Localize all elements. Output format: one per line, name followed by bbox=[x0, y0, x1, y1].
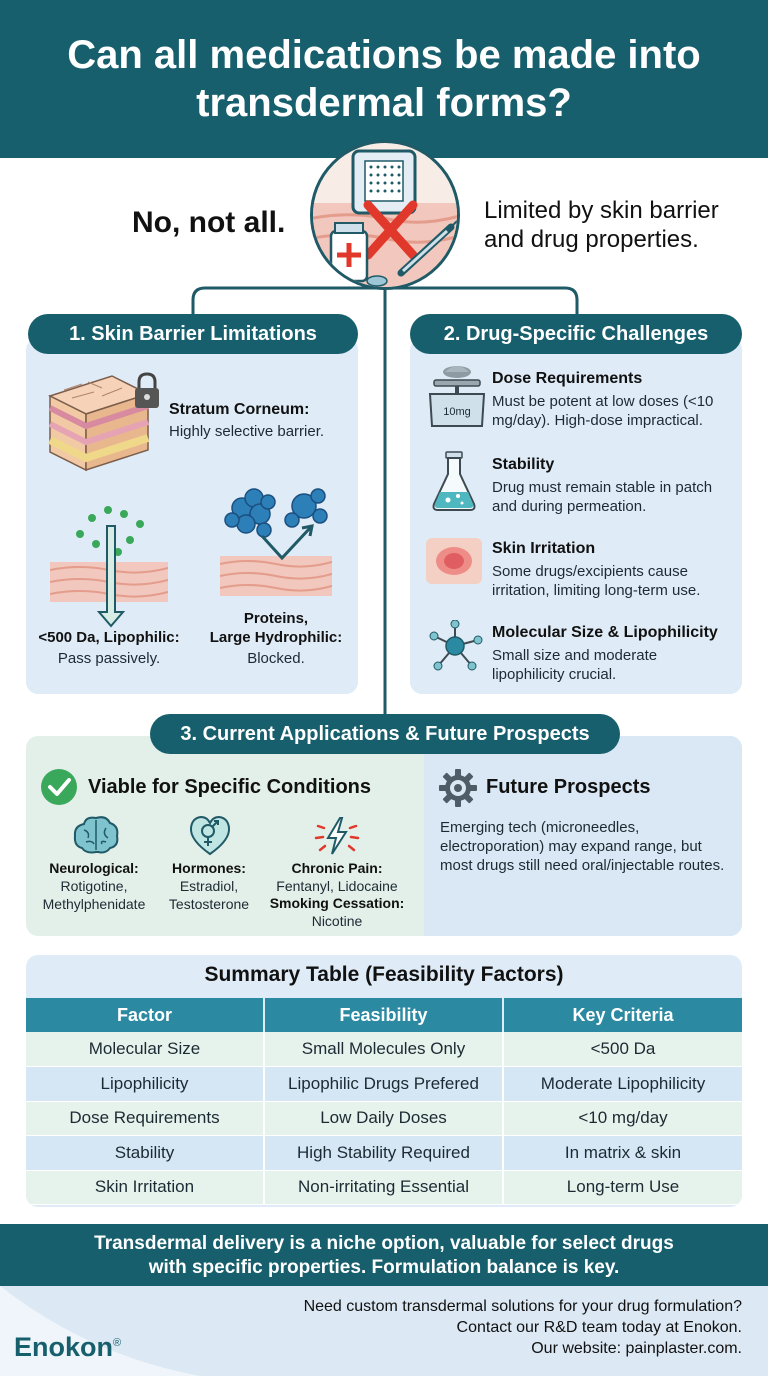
table-cell: Low Daily Doses bbox=[264, 1101, 504, 1136]
table-row: Skin Irritation Non-irritating Essential… bbox=[26, 1170, 742, 1205]
footer: Enokon® Need custom transdermal solution… bbox=[0, 1286, 768, 1376]
gear-icon bbox=[439, 769, 477, 807]
summary-table-panel: Summary Table (Feasibility Factors) Fact… bbox=[26, 955, 742, 1207]
hormone-text-2: Testosterone bbox=[168, 896, 250, 912]
pain-title: Chronic Pain: bbox=[291, 860, 383, 876]
table-cell: Skin Irritation bbox=[26, 1170, 265, 1205]
table-row: Dose Requirements Low Daily Doses <10 mg… bbox=[26, 1101, 742, 1136]
large-molecule-title-1: Proteins, bbox=[243, 610, 309, 627]
contact-line-1: Need custom transdermal solutions for yo… bbox=[303, 1298, 742, 1315]
table-cell: In matrix & skin bbox=[503, 1135, 742, 1171]
hero-illustration bbox=[310, 140, 460, 290]
drug-challenges-panel: 10mg Dose Requirements Must be potent at… bbox=[410, 338, 742, 694]
table-cell: <10 mg/day bbox=[503, 1101, 742, 1136]
page-title: Can all medications be made into transde… bbox=[67, 33, 701, 125]
lock-icon bbox=[135, 372, 159, 408]
logo-text: Enokon bbox=[14, 1332, 113, 1362]
skin-barrier-panel: Stratum Corneum: Highly selective barrie… bbox=[26, 338, 358, 694]
smoking-title: Smoking Cessation: bbox=[269, 895, 405, 911]
pain-text: Fentanyl, Lidocaine bbox=[276, 878, 398, 894]
future-title: Future Prospects bbox=[486, 776, 651, 798]
answer-text: No, not all. bbox=[132, 206, 286, 239]
header-banner: Can all medications be made into transde… bbox=[0, 0, 768, 158]
table-cell: Non-irritating Essential bbox=[264, 1170, 504, 1205]
stability-text: Drug must remain stable in patch and dur… bbox=[492, 479, 713, 515]
table-cell: High Stability Required bbox=[264, 1135, 504, 1171]
large-molecule-blocked-icon bbox=[220, 488, 332, 596]
no-entry-icon bbox=[313, 149, 457, 287]
molecular-title: Molecular Size & Lipophilicity bbox=[492, 624, 718, 641]
hormone-title: Hormones: bbox=[172, 860, 246, 876]
table-cell: <500 Da bbox=[503, 1032, 742, 1067]
table-cell: Lipophilic Drugs Prefered bbox=[264, 1066, 504, 1102]
pain-bolt-icon bbox=[314, 817, 360, 855]
section3-title: 3. Current Applications & Future Prospec… bbox=[150, 714, 620, 754]
irritation-title: Skin Irritation bbox=[492, 540, 596, 557]
applications-panel: Viable for Specific Conditions Neurologi… bbox=[26, 736, 742, 936]
flask-icon bbox=[432, 451, 476, 511]
brain-icon bbox=[73, 816, 119, 854]
contact-block: Need custom transdermal solutions for yo… bbox=[304, 1296, 742, 1359]
large-molecule-text: Blocked. bbox=[247, 650, 305, 667]
hormone-text-1: Estradiol, bbox=[179, 878, 239, 894]
skin-layers-icon bbox=[48, 375, 150, 472]
small-molecule-pass-icon bbox=[50, 506, 168, 628]
table-cell: Dose Requirements bbox=[26, 1101, 265, 1136]
small-molecule-title: <500 Da, Lipophilic: bbox=[38, 629, 180, 646]
table-row: Molecular Size Small Molecules Only <500… bbox=[26, 1032, 742, 1067]
footer-wave-decoration bbox=[0, 1286, 200, 1376]
section2-title: 2. Drug-Specific Challenges bbox=[410, 314, 742, 354]
table-row: Lipophilicity Lipophilic Drugs Prefered … bbox=[26, 1066, 742, 1102]
enokon-logo[interactable]: Enokon® bbox=[14, 1332, 121, 1363]
table-cell: Molecular Size bbox=[26, 1032, 265, 1067]
stability-title: Stability bbox=[492, 456, 555, 473]
dose-badge: 10mg bbox=[443, 406, 471, 418]
registered-mark: ® bbox=[113, 1337, 122, 1349]
website-link[interactable]: Our website: painplaster.com. bbox=[531, 1340, 742, 1357]
table-cell: Stability bbox=[26, 1135, 265, 1171]
neuro-text-1: Rotigotine, bbox=[60, 878, 128, 894]
table-cell: Long-term Use bbox=[503, 1170, 742, 1205]
molecule-icon bbox=[429, 620, 483, 671]
check-circle-icon bbox=[41, 769, 77, 805]
conclusion-banner: Transdermal delivery is a niche option, … bbox=[0, 1224, 768, 1286]
column-header-factor: Factor bbox=[26, 998, 265, 1032]
smoking-text: Nicotine bbox=[311, 913, 363, 929]
table-cell: Small Molecules Only bbox=[264, 1032, 504, 1067]
small-molecule-text: Pass passively. bbox=[57, 650, 161, 667]
summary-title: Summary Table (Feasibility Factors) bbox=[204, 963, 564, 986]
irritation-icon bbox=[426, 538, 482, 584]
irritation-text: Some drugs/excipients cause irritation, … bbox=[492, 563, 701, 599]
column-header-feasibility: Feasibility bbox=[264, 998, 504, 1032]
table-header-row: Factor Feasibility Key Criteria bbox=[26, 998, 742, 1032]
column-header-criteria: Key Criteria bbox=[503, 998, 742, 1032]
molecular-text: Small size and moderate lipophilicity cr… bbox=[492, 647, 658, 683]
limitation-text: Limited by skin barrier and drug propert… bbox=[484, 197, 719, 253]
table-cell: Lipophilicity bbox=[26, 1066, 265, 1102]
stratum-text: Highly selective barrier. bbox=[169, 423, 325, 440]
future-prospects-panel bbox=[424, 736, 742, 936]
heart-gender-icon bbox=[189, 815, 231, 856]
conclusion-line-2: with specific properties. Formulation ba… bbox=[148, 1257, 620, 1278]
contact-line-2: Contact our R&D team today at Enokon. bbox=[456, 1319, 742, 1336]
future-text: Emerging tech (microneedles, electropora… bbox=[440, 819, 725, 874]
dose-title: Dose Requirements bbox=[492, 370, 643, 387]
table-cell: Moderate Lipophilicity bbox=[503, 1066, 742, 1102]
neuro-title: Neurological: bbox=[49, 860, 139, 876]
large-molecule-title-2: Large Hydrophilic: bbox=[209, 629, 343, 646]
dose-text: Must be potent at low doses (<10 mg/day)… bbox=[492, 393, 714, 429]
table-row: Stability High Stability Required In mat… bbox=[26, 1135, 742, 1171]
viable-title: Viable for Specific Conditions bbox=[88, 776, 372, 798]
section1-title: 1. Skin Barrier Limitations bbox=[28, 314, 358, 354]
neuro-text-2: Methylphenidate bbox=[42, 896, 146, 912]
stratum-title: Stratum Corneum: bbox=[169, 401, 310, 418]
conclusion-line-1: Transdermal delivery is a niche option, … bbox=[94, 1233, 674, 1254]
scale-icon: 10mg bbox=[428, 366, 486, 427]
feasibility-table: Factor Feasibility Key Criteria Molecula… bbox=[26, 998, 742, 1205]
